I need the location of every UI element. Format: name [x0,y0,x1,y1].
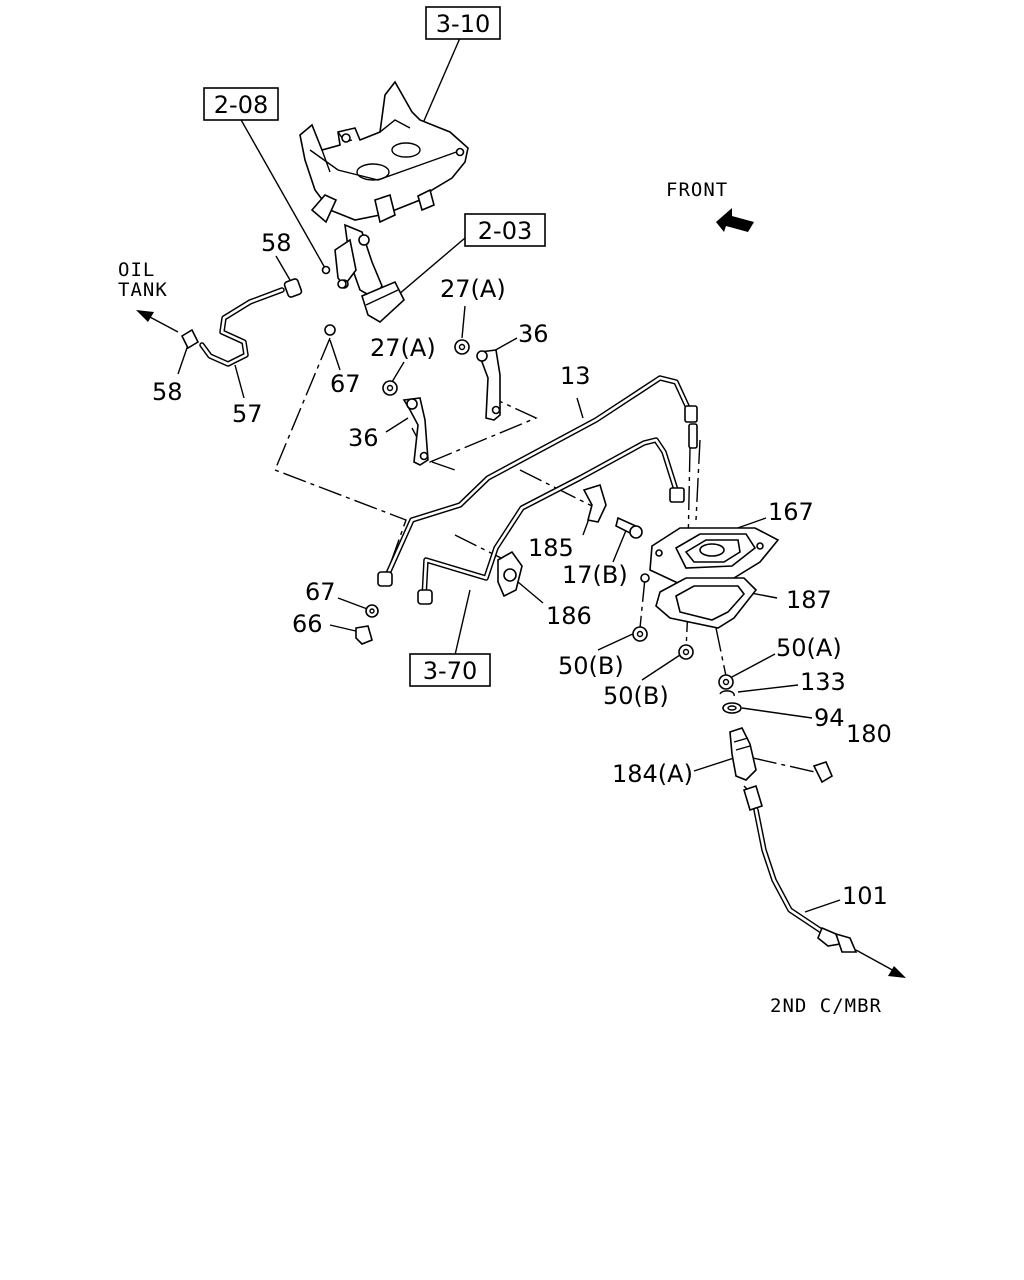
callout-133: 133 [800,668,846,696]
front-arrow-icon [716,208,754,232]
ref-3-10: 3-10 [436,10,490,38]
oil-tank-arrow-icon [136,310,154,322]
callout-13: 13 [560,362,591,390]
oil-note: OIL [118,259,155,281]
pipes-13 [377,375,698,605]
callout-50b-lower: 50(B) [603,682,669,710]
plate-167 [640,527,780,588]
callout-36-right: 36 [518,320,549,348]
callout-67-bottom: 67 [305,578,336,606]
reference-boxes: 3-10 2-08 2-03 3-70 [203,6,546,687]
arrows [136,208,906,978]
callout-58-top: 58 [261,229,292,257]
pedal-bracket [299,80,469,323]
cmbr-arrow-icon [888,966,906,978]
callout-57: 57 [232,400,263,428]
fasteners [355,604,742,714]
brackets-36 [382,339,501,466]
ref-2-03: 2-03 [478,217,532,245]
gasket-187 [655,577,758,629]
ref-2-08: 2-08 [214,91,268,119]
union-184a [729,727,834,784]
ref-3-70: 3-70 [423,657,477,685]
oil-hose-57 [180,265,347,367]
hose-101 [743,784,858,953]
second-cmbr-note: 2ND C/MBR [770,995,882,1017]
callout-94: 94 [814,704,845,732]
callout-185: 185 [528,534,574,562]
callout-58-left: 58 [152,378,183,406]
callout-17b: 17(B) [562,561,628,589]
callout-67-top: 67 [330,370,361,398]
callout-36-left: 36 [348,424,379,452]
callout-27a-left: 27(A) [370,334,436,362]
callout-66: 66 [292,610,323,638]
callout-180: 180 [846,720,892,748]
callout-101: 101 [842,882,888,910]
callout-167: 167 [768,498,814,526]
callout-27a-right: 27(A) [440,275,506,303]
callouts: 58 58 57 67 27(A) 27(A) 36 36 13 167 185… [152,229,892,910]
notes: FRONT OIL TANK 2ND C/MBR [118,179,882,1017]
leader-lines [177,37,841,913]
callout-184a: 184(A) [612,760,693,788]
callout-186: 186 [546,602,592,630]
clips-185-186 [497,483,643,598]
callout-50a: 50(A) [776,634,842,662]
front-note: FRONT [666,179,728,201]
callout-187: 187 [786,586,832,614]
tank-note: TANK [118,279,168,301]
callout-50b-upper: 50(B) [558,652,624,680]
